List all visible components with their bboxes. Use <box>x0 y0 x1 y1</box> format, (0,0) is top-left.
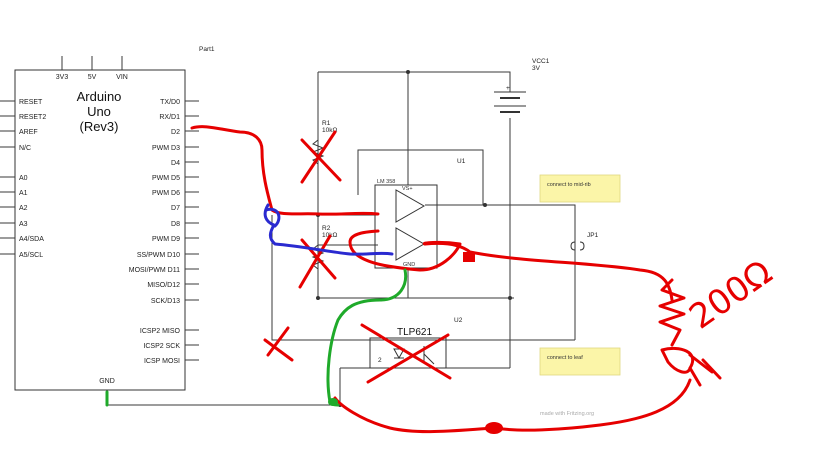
hand-wire-return <box>333 378 692 434</box>
part1-label: Part1 <box>199 46 215 53</box>
hand-junction <box>463 252 475 262</box>
opamp-u1: LM 358 VS+ GND U1 <box>374 158 466 269</box>
r2-name: R2 <box>322 225 331 232</box>
arduino-right-pin: ICSP MOSI <box>144 358 180 365</box>
note-leaf: connect to leaf <box>539 347 621 376</box>
fritzing-watermark: made with Fritzing.org <box>540 411 594 417</box>
note-top-text: connect to mid-rib <box>547 182 591 188</box>
vcc-voltage: 3V <box>532 65 541 72</box>
arduino-left-pin: RESET <box>19 99 43 106</box>
arduino-right-pin: PWM D6 <box>152 190 180 197</box>
arduino-right-pin: PWM D9 <box>152 236 180 243</box>
arduino-title-1: Arduino <box>77 89 122 104</box>
hand-200-ohm: 200Ω <box>682 252 779 337</box>
hand-resistor <box>658 278 686 347</box>
arduino-left-pin: A3 <box>19 221 28 228</box>
arduino-right-pin: SCK/D13 <box>151 298 180 305</box>
arduino-body <box>14 69 186 391</box>
u2-part: TLP621 <box>397 327 432 338</box>
arduino-right-pin: TX/D0 <box>160 99 180 106</box>
arduino-right-pin: MISO/D12 <box>147 282 180 289</box>
arduino-left-pin: N/C <box>19 145 31 152</box>
pin-5v: 5V <box>88 74 97 81</box>
note-bottom-text: connect to leaf <box>547 355 583 361</box>
arduino-right-pin: D4 <box>171 160 180 167</box>
cross-mark-r2 <box>298 234 337 289</box>
hand-wire-blue <box>263 203 394 256</box>
arduino-uno: Arduino Uno (Rev3) 3V3 5V VIN RESET RESET… <box>0 56 199 405</box>
jumper-jp1: JP1 <box>570 232 599 251</box>
arduino-left-pin: A4/SDA <box>19 236 44 243</box>
hand-wire-blue-2 <box>264 207 281 228</box>
arduino-right-pin: D8 <box>171 221 180 228</box>
hand-annotations: 200Ω <box>105 125 780 434</box>
arduino-left-pin: A2 <box>19 205 28 212</box>
arduino-right-pin: PWM D3 <box>152 145 180 152</box>
arduino-left-pin: A1 <box>19 190 28 197</box>
arduino-left-pin: A5/SCL <box>19 252 43 259</box>
u2-name: U2 <box>454 317 463 324</box>
arduino-right-pin: D7 <box>171 205 180 212</box>
arduino-right-pin: RX/D1 <box>159 114 180 121</box>
u1-gnd: GND <box>403 262 415 268</box>
vcc-plus: + <box>506 85 510 92</box>
pin-3v3: 3V3 <box>56 74 69 81</box>
note-mid-rib: connect to mid-rib <box>539 174 621 203</box>
optocoupler-u2: TLP621 U2 2 <box>369 317 463 369</box>
jp1-name: JP1 <box>587 232 599 239</box>
arduino-title-3: (Rev3) <box>79 119 118 134</box>
cross-mark-u2 <box>360 323 452 384</box>
arduino-right-pin: D2 <box>171 129 180 136</box>
cross-mark-left <box>263 326 294 362</box>
u1-name: U1 <box>457 158 466 165</box>
arduino-left-pin: RESET2 <box>19 114 46 121</box>
hand-junction-bottom <box>485 422 503 434</box>
cross-mark-r1 <box>300 130 342 184</box>
hand-wire-output <box>423 241 674 302</box>
pin-gnd: GND <box>99 378 115 385</box>
r1-name: R1 <box>322 120 331 127</box>
arduino-left-pin: AREF <box>19 129 38 136</box>
hand-wire-d2 <box>190 125 380 216</box>
vcc-name: VCC1 <box>532 58 550 65</box>
hand-led <box>660 346 722 387</box>
vcc-battery: + VCC1 3V <box>494 58 550 113</box>
arduino-right-pin: MOSI/PWM D11 <box>129 267 180 274</box>
u1-vs: VS+ <box>402 186 413 192</box>
arduino-right-pin: PWM D5 <box>152 175 180 182</box>
pin-vin: VIN <box>116 74 128 81</box>
r1-value: 10kΩ <box>322 127 337 134</box>
u2-pin2: 2 <box>378 357 382 364</box>
u1-part: LM 358 <box>377 179 395 185</box>
arduino-right-pin: SS/PWM D10 <box>137 252 180 259</box>
arduino-right-pin: ICSP2 SCK <box>143 343 180 350</box>
arduino-left-pin: A0 <box>19 175 28 182</box>
arduino-right-pin: ICSP2 MISO <box>140 328 181 335</box>
arduino-title-2: Uno <box>87 104 111 119</box>
